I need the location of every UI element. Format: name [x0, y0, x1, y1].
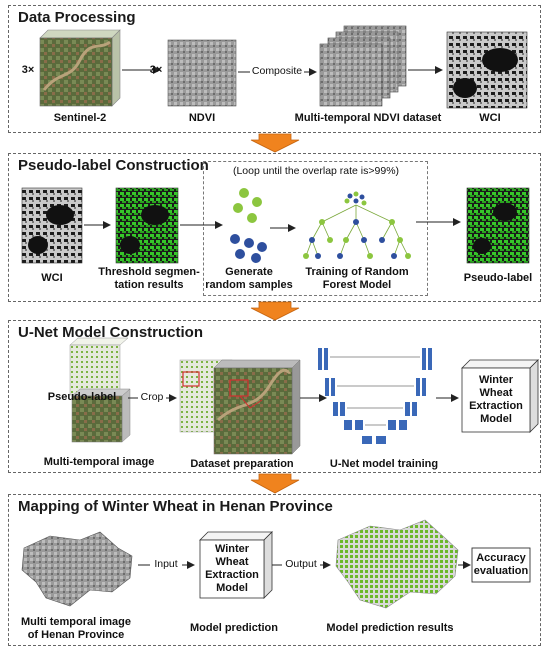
unet-pseudo-label-label: Pseudo-label — [47, 391, 117, 403]
panel-title: Data Processing — [18, 9, 136, 26]
model-box-3d-2 — [199, 531, 273, 599]
flow-arrow-3 — [250, 473, 300, 494]
random-forest-icon — [303, 191, 411, 259]
dataset-prep-label: Dataset preparation — [190, 458, 294, 470]
composite-label: Composite — [250, 65, 304, 77]
model-box-3d — [461, 359, 539, 433]
prediction-results-label: Model prediction results — [326, 622, 454, 634]
training-label-1: Training of Random — [305, 266, 409, 278]
model-line-2: Wheat — [479, 387, 513, 399]
henan-image-label-1: Multi temporal image — [20, 616, 132, 628]
multiplier-mid: 3× — [149, 64, 163, 76]
generate-label-2: random samples — [205, 279, 293, 291]
loop-note: (Loop until the overlap rate is>99%) — [232, 165, 400, 177]
dataset-prep-image — [179, 359, 301, 455]
wci-image — [446, 31, 528, 109]
wci-label-2: WCI — [41, 272, 63, 284]
generate-label-1: Generate — [225, 266, 273, 278]
loop-box — [203, 161, 428, 296]
pseudo-label-label: Pseudo-label — [463, 272, 533, 284]
accuracy-box — [471, 547, 531, 583]
model-line-4: Model — [216, 582, 248, 594]
sentinel-label: Sentinel-2 — [53, 112, 107, 124]
unet-architecture-icon — [318, 348, 432, 444]
henan-image — [21, 531, 133, 607]
training-label-2: Forest Model — [322, 279, 392, 291]
flow-arrow-2 — [250, 301, 300, 321]
ndvi-label: NDVI — [188, 112, 216, 124]
panel-title: U-Net Model Construction — [18, 324, 203, 341]
model-line-3: Extraction — [469, 400, 523, 412]
input-label: Input — [150, 558, 182, 570]
model-prediction-label: Model prediction — [190, 622, 278, 634]
threshold-label-1: Threshold segmen- — [98, 266, 200, 278]
extraction-model-box: Winter Wheat Extraction Model — [462, 368, 530, 432]
pseudo-label-panel: Pseudo-label Construction — [8, 153, 541, 302]
unet-multitemporal-image — [71, 388, 131, 443]
output-label: Output — [282, 558, 320, 570]
unet-training-label: U-Net model training — [329, 458, 439, 470]
unet-pseudo-label-image — [69, 337, 129, 396]
model-line-2: Wheat — [215, 556, 249, 568]
flow-arrow-1 — [250, 133, 300, 153]
ndvi-dataset-stack — [319, 25, 407, 107]
model-line-4: Model — [480, 413, 512, 425]
random-samples-icon — [230, 188, 267, 263]
accuracy-line-2: evaluation — [473, 565, 529, 577]
wci-image-2 — [21, 187, 83, 264]
prediction-map — [335, 519, 459, 609]
accuracy-evaluation-box: Accuracy evaluation — [472, 548, 530, 582]
extraction-model-box-2: Winter Wheat Extraction Model — [200, 540, 264, 598]
model-line-3: Extraction — [205, 569, 259, 581]
ndvi-image — [167, 39, 237, 107]
wci-label: WCI — [479, 112, 501, 124]
pseudo-label-image — [466, 187, 530, 264]
accuracy-line-1: Accuracy — [476, 552, 526, 564]
dataset-label: Multi-temporal NDVI dataset — [294, 112, 442, 124]
threshold-image — [115, 187, 179, 264]
panel-title: Mapping of Winter Wheat in Henan Provinc… — [18, 498, 333, 515]
model-line-1: Winter — [478, 374, 514, 386]
multiplier-left: 3× — [21, 64, 35, 76]
sentinel-image — [39, 29, 121, 107]
multitemporal-label: Multi-temporal image — [43, 456, 155, 468]
threshold-label-2: tation results — [114, 279, 184, 291]
henan-image-label-2: of Henan Province — [27, 629, 125, 641]
crop-label: Crop — [140, 391, 164, 403]
model-line-1: Winter — [214, 543, 250, 555]
panel-title: Pseudo-label Construction — [18, 157, 209, 174]
